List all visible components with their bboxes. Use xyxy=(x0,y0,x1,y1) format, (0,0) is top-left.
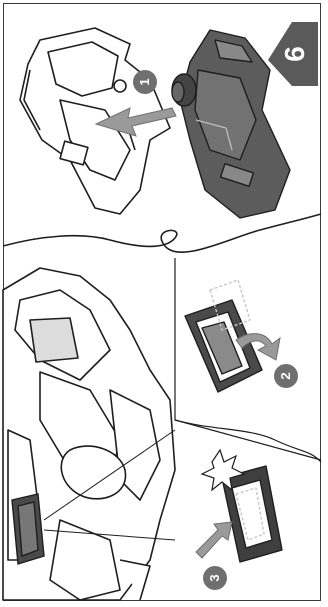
step-1-badge: 1 xyxy=(133,70,157,94)
wave-divider xyxy=(3,214,321,252)
press-arrow xyxy=(196,522,232,558)
step-2-badge: 2 xyxy=(274,364,298,388)
step-3-badge: 3 xyxy=(203,566,227,590)
dark-clip-installed xyxy=(12,494,44,564)
section-number: 9 xyxy=(274,31,314,77)
